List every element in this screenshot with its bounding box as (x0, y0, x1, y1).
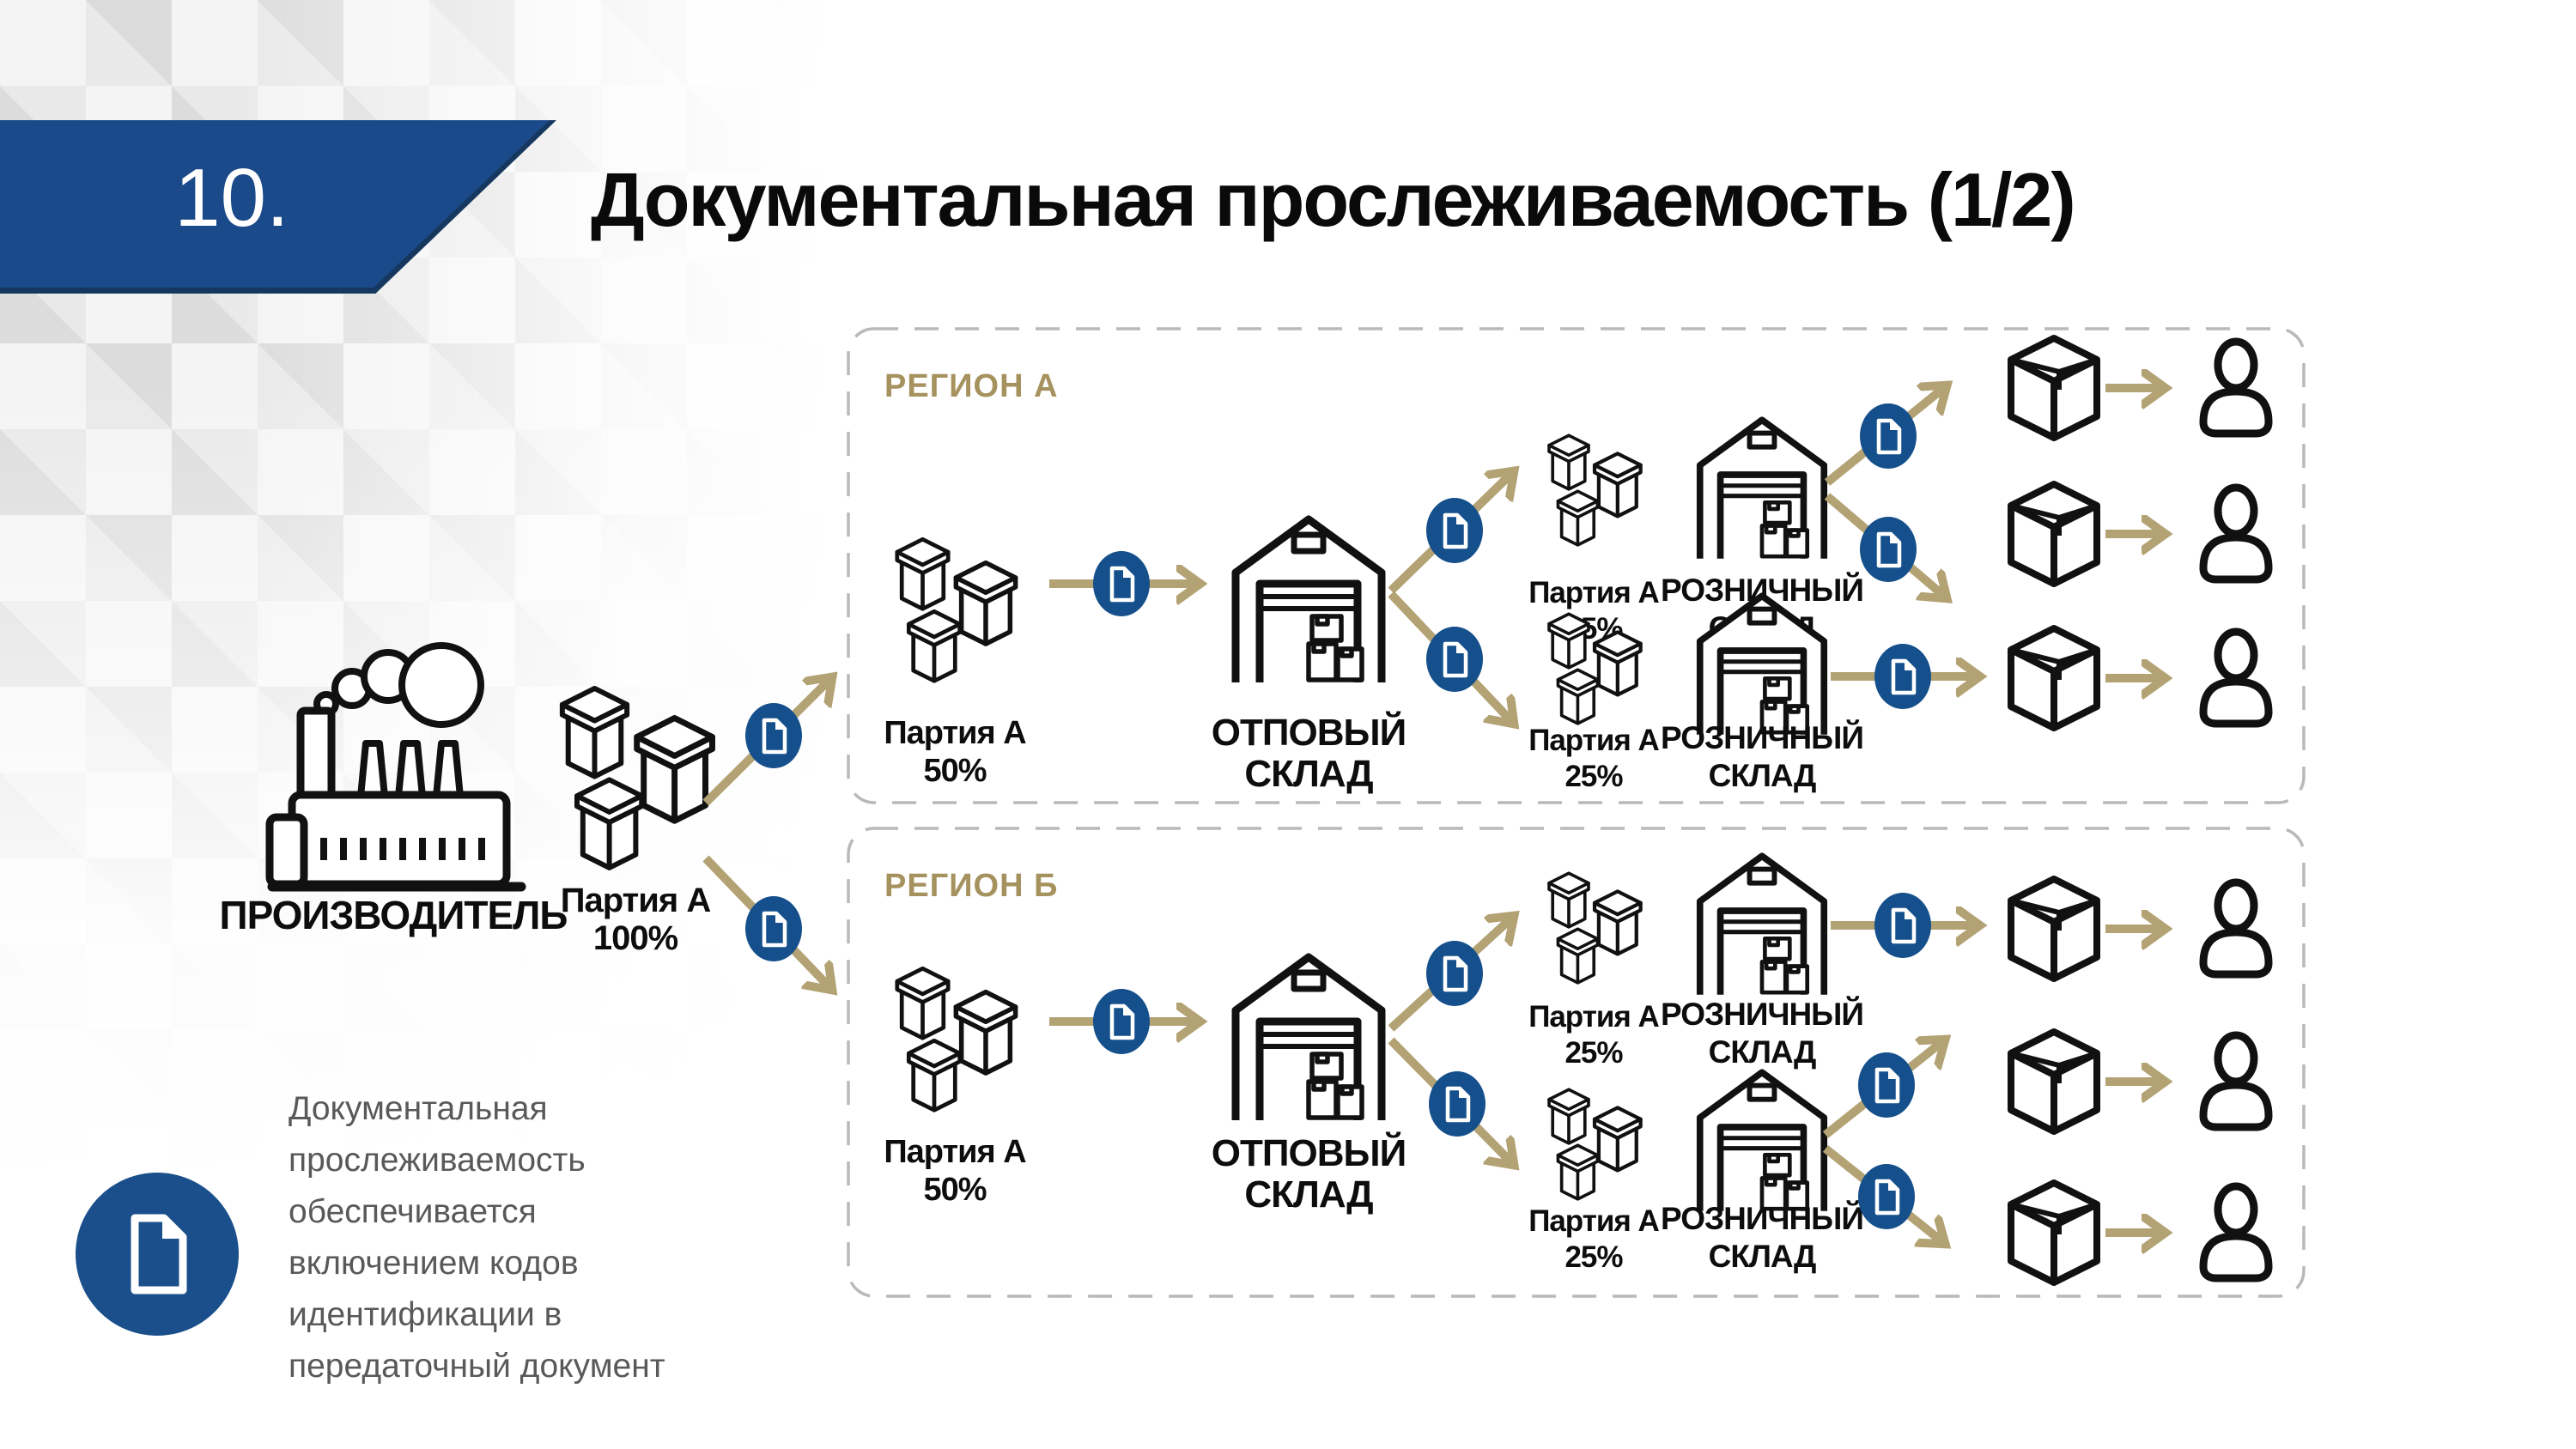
document-badge-icon (1426, 498, 1483, 563)
document-badge-icon (1858, 1052, 1915, 1118)
page-title: Документальная прослеживаемость (1/2) (591, 157, 2076, 242)
region-a: РЕГИОН А Партия А 50% ОТПОВЫЙ СКЛАД Парт… (847, 327, 2306, 804)
producer-label: ПРОИЗВОДИТЕЛЬ (220, 893, 568, 937)
document-badge-icon (1858, 1164, 1915, 1229)
package-box-icon (2011, 628, 2097, 728)
region-b-label: РЕГИОН Б (884, 868, 1058, 904)
retail-warehouse-label: РОЗНИЧНЫЙ (1661, 719, 1863, 755)
package-box-icon (2011, 1032, 2097, 1131)
boxes-stack-icon (1549, 435, 1641, 545)
document-badge-icon (1874, 644, 1931, 709)
boxes-stack-icon (1549, 873, 1641, 983)
batch-label: Партия А (561, 882, 711, 919)
region-a-border (847, 327, 2306, 804)
batch-label: Партия А (1528, 724, 1659, 757)
retail-warehouse-label: СКЛАД (1709, 1034, 1816, 1070)
batch-pct-label: 25% (1564, 1240, 1623, 1274)
batch-label: Партия А (1528, 1204, 1659, 1238)
warehouse-icon (1236, 957, 1382, 1120)
retail-warehouse-label: СКЛАД (1709, 758, 1816, 793)
document-badge-icon (1874, 893, 1931, 958)
document-badge-icon (1426, 941, 1483, 1006)
person-icon (2203, 1035, 2269, 1127)
person-icon (2203, 882, 2269, 974)
note-text: Документальная прослеживаемость обеспечи… (289, 1090, 665, 1385)
region-b-border (847, 827, 2306, 1298)
boxes-stack-icon (1549, 1089, 1641, 1199)
boxes-stack-icon (897, 968, 1016, 1110)
batch-label: Партия А (884, 715, 1026, 751)
boxes-stack-icon (562, 688, 713, 868)
document-badge-icon (1093, 989, 1150, 1054)
wholesale-warehouse-label: ОТПОВЫЙ (1212, 710, 1406, 754)
document-badge-icon (1426, 627, 1483, 692)
slide-number: 10. (174, 152, 289, 244)
region-a-label: РЕГИОН А (884, 368, 1059, 404)
batch-pct-label: 50% (923, 1172, 986, 1208)
warehouse-icon (1700, 1072, 1825, 1211)
document-badge-icon (1860, 403, 1917, 469)
package-box-icon (2011, 879, 2097, 979)
batch-pct-label: 25% (1564, 760, 1623, 793)
boxes-stack-icon (897, 539, 1016, 681)
factory-icon (270, 646, 521, 887)
package-box-icon (2011, 338, 2097, 438)
batch-pct-label: 50% (923, 753, 986, 789)
batch-pct-label: 25% (1564, 1036, 1623, 1070)
warehouse-icon (1236, 519, 1382, 682)
batch-pct-label: 100% (593, 919, 678, 957)
document-badge-icon (745, 703, 802, 768)
batch-label: Партия А (1528, 1000, 1659, 1034)
document-badge-icon (1860, 517, 1917, 582)
note-document-badge (76, 1173, 239, 1336)
wholesale-warehouse-label: СКЛАД (1244, 1173, 1373, 1216)
wholesale-warehouse-label: СКЛАД (1244, 753, 1373, 795)
warehouse-icon (1700, 856, 1825, 995)
region-b: РЕГИОН Б Партия А 50% ОТПОВЫЙ СКЛАД Парт… (847, 827, 2306, 1298)
document-badge-icon (1429, 1071, 1485, 1137)
wholesale-warehouse-label: ОТПОВЫЙ (1212, 1131, 1406, 1174)
package-box-icon (2011, 484, 2097, 584)
retail-warehouse-label: РОЗНИЧНЫЙ (1661, 996, 1863, 1032)
person-icon (2203, 632, 2269, 724)
retail-warehouse-label: РОЗНИЧНЫЙ (1661, 1200, 1863, 1236)
retail-warehouse-label: СКЛАД (1709, 1239, 1816, 1274)
document-badge-icon (1093, 551, 1150, 616)
batch-label: Партия А (884, 1134, 1026, 1170)
person-icon (2203, 342, 2269, 433)
batch-label: Партия А (1528, 576, 1659, 609)
person-icon (2203, 488, 2269, 579)
document-badge-icon (745, 896, 802, 961)
warehouse-icon (1700, 420, 1825, 559)
package-box-icon (2011, 1183, 2097, 1282)
document-icon (131, 1214, 187, 1294)
person-icon (2203, 1186, 2269, 1278)
